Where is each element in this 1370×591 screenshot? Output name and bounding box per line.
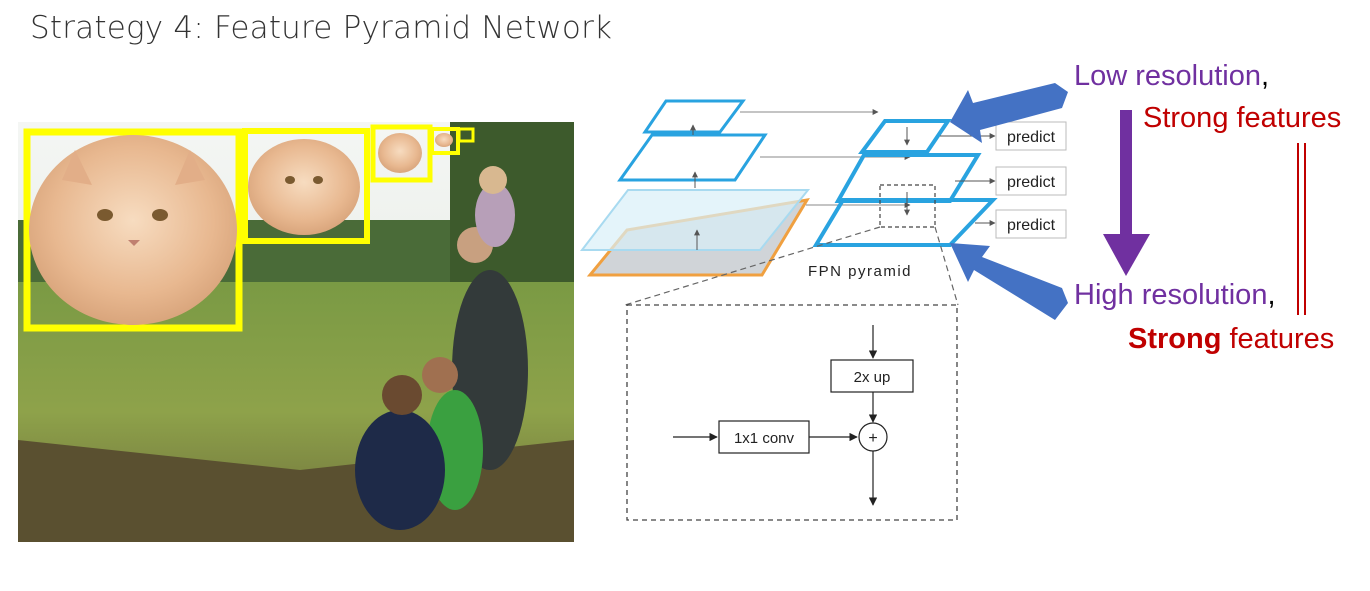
- predict-box-1: predict: [995, 121, 1067, 151]
- person-child-top: [475, 183, 515, 247]
- slide-title: Strategy 4: Feature Pyramid Network: [30, 10, 613, 46]
- detection-smallest: [457, 127, 475, 143]
- purple-arrow-shaft: [1120, 110, 1132, 238]
- strong-features-2: Strong features: [1128, 325, 1334, 354]
- top-down-level-2: [834, 153, 982, 203]
- sum-symbol: +: [868, 430, 877, 447]
- comma-1: ,: [1261, 60, 1270, 92]
- predict-label-1: predict: [1007, 129, 1056, 146]
- bottom-up-pathway: [579, 99, 811, 277]
- person-child-head: [479, 166, 507, 194]
- person-kid-navy-head: [382, 375, 422, 415]
- predict-box-2: predict: [995, 166, 1067, 196]
- comma-2: ,: [1267, 279, 1276, 311]
- predict-label-2: predict: [1007, 174, 1056, 191]
- predict-box-3: predict: [995, 209, 1067, 239]
- purple-arrow-head: [1103, 234, 1150, 276]
- high-res-annotation: High resolution,: [1074, 281, 1276, 310]
- bottom-up-level-3: [642, 99, 746, 134]
- detection-medium: [242, 128, 370, 244]
- low-res-annotation: Low resolution,: [1074, 62, 1269, 91]
- person-kid-green-head: [422, 357, 458, 393]
- strong-bold-text: Strong: [1128, 323, 1222, 355]
- person-kid-navy: [355, 410, 445, 530]
- low-res-text: Low resolution: [1074, 60, 1261, 92]
- top-down-level-3: [858, 119, 952, 154]
- top-down-level-1: [812, 198, 998, 247]
- upsample-label: 2x up: [854, 369, 891, 386]
- blue-arrow-top: [950, 83, 1068, 143]
- fpn-pyramid-label: FPN pyramid: [808, 263, 912, 280]
- predict-label-3: predict: [1007, 217, 1056, 234]
- fpn-detail-box: 2x up 1x1 conv +: [626, 304, 958, 521]
- top-down-pathway: [812, 119, 998, 247]
- blue-arrow-bottom: [950, 243, 1068, 320]
- strong-features-1: Strong features: [1143, 102, 1342, 134]
- bottom-up-level-2: [617, 133, 768, 182]
- conv-label: 1x1 conv: [734, 430, 795, 447]
- high-res-text: High resolution: [1074, 279, 1268, 311]
- bottom-up-level-1: [579, 189, 811, 251]
- upsample-box: [830, 359, 914, 393]
- features-text: features: [1221, 323, 1335, 355]
- detection-large: [23, 128, 243, 332]
